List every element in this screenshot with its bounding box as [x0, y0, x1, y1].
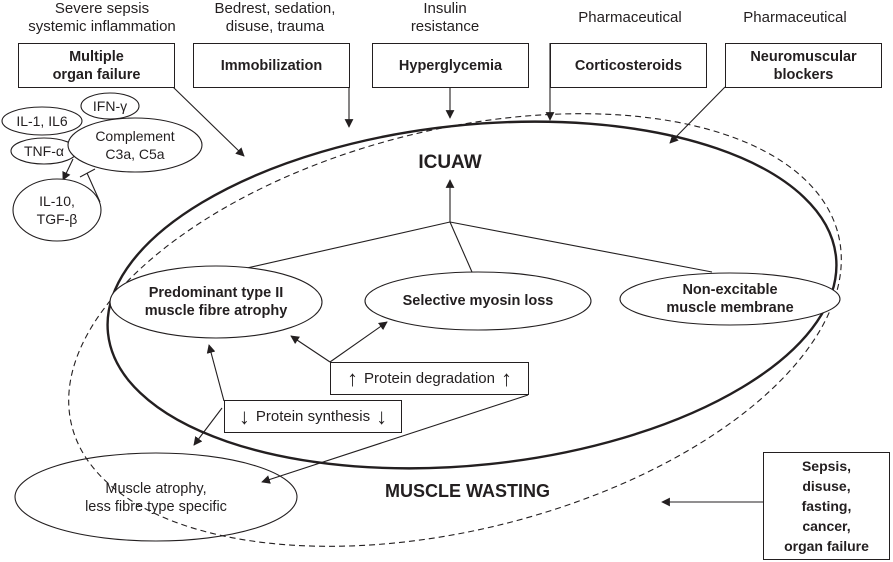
cause-context-1: Bedrest, sedation, disuse, trauma: [214, 0, 336, 35]
degradation-to-type2: [290, 335, 331, 363]
muscle-wasting-feature: Muscle atrophy, less fibre type specific: [85, 481, 227, 515]
ifn-ellipse: [80, 92, 140, 120]
muscle-wasting-boundary: [68, 113, 842, 547]
cause-box-multiple-organ-failure: Multiple organ failure: [18, 43, 175, 88]
cause-context-3: Pharmaceutical: [578, 9, 682, 26]
il1-il6-ellipse: [1, 106, 83, 136]
branch-membrane: [449, 221, 713, 273]
tnf-arrow: [62, 158, 74, 181]
degradation-to-myosin: [329, 321, 388, 363]
down-arrow-icon: ↓: [376, 403, 388, 429]
synthesis-to-atrophy: [193, 407, 223, 446]
synthesis-to-type2: [206, 344, 225, 402]
nm-blockers-connector: [669, 86, 726, 144]
branch-type2: [224, 221, 451, 274]
protein-degradation-label: Protein degradation: [364, 370, 495, 387]
cause-box-neuromuscular-blockers: Neuromuscular blockers: [725, 43, 882, 88]
inhibition-bar: [79, 168, 96, 178]
cytokine-ifn-gamma: IFN-γ: [92, 98, 128, 114]
cytokine-il1-il6: IL-1, IL6: [16, 113, 68, 129]
up-arrow-icon: ↑: [347, 365, 359, 391]
type2-ellipse: [109, 265, 323, 339]
atrophy-ellipse: [14, 452, 298, 542]
cause-context-0: Severe sepsis systemic inflammation: [28, 0, 176, 35]
down-arrow-icon: ↓: [238, 403, 250, 429]
icuaw-title: ICUAW: [418, 152, 482, 173]
icuaw-boundary: [106, 120, 838, 470]
cause-context-4: Pharmaceutical: [743, 9, 847, 26]
membrane-ellipse: [619, 272, 841, 326]
muscle-wasting-causes-box: Sepsis, disuse, fasting, cancer, organ f…: [763, 452, 890, 560]
mof-connector: [172, 86, 245, 157]
protein-degradation-box: ↑ Protein degradation ↑: [330, 362, 529, 395]
cytokine-il10-tgf-beta: IL-10, TGF-β: [36, 193, 78, 227]
cytokine-complement: Complement C3a, C5a: [95, 128, 175, 162]
muscle-wasting-title: MUSCLE WASTING: [385, 481, 550, 501]
up-arrow-icon: ↑: [500, 365, 512, 391]
icuaw-feature-nonexcitable-membrane: Non-excitable muscle membrane: [666, 282, 794, 316]
degradation-to-atrophy: [261, 394, 529, 484]
cytokine-tnf-alpha: TNF-α: [24, 143, 64, 159]
cause-box-hyperglycemia: Hyperglycemia: [372, 43, 529, 88]
myosin-ellipse: [364, 271, 592, 331]
cause-box-corticosteroids: Corticosteroids: [550, 43, 707, 88]
cause-box-immobilization: Immobilization: [193, 43, 350, 88]
complement-ellipse: [67, 117, 203, 173]
icuaw-feature-myosin-loss: Selective myosin loss: [402, 293, 554, 309]
il10-tgf-ellipse: [12, 178, 102, 242]
icuaw-feature-type2-atrophy: Predominant type II muscle fibre atrophy: [144, 285, 288, 319]
cause-context-2: Insulin resistance: [410, 0, 480, 35]
protein-synthesis-label: Protein synthesis: [255, 408, 371, 425]
branch-myosin: [449, 221, 473, 273]
protein-synthesis-box: ↓ Protein synthesis ↓: [224, 400, 402, 433]
